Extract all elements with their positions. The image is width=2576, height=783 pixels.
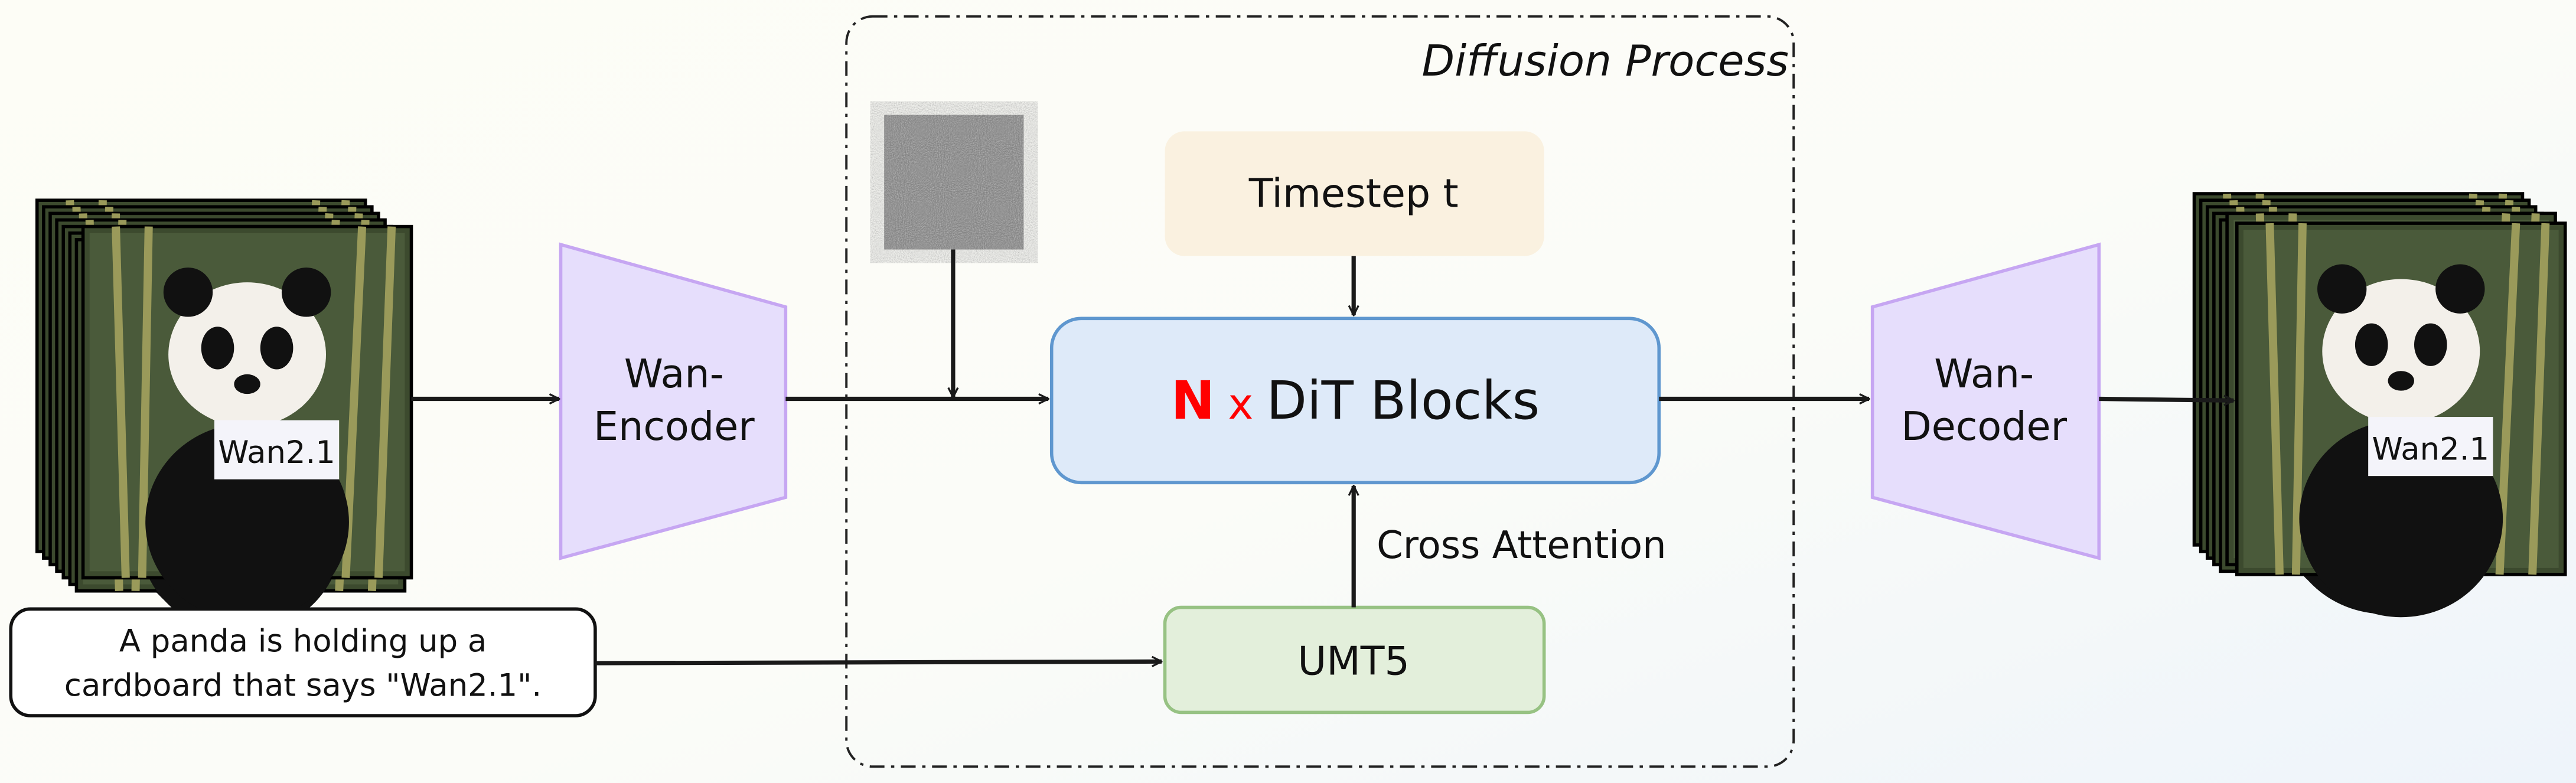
output-video-frames: Wan2.1 xyxy=(2194,194,2565,617)
output-video-front-frame: Wan2.1 xyxy=(2237,223,2565,617)
wan-decoder-block xyxy=(1870,242,2101,560)
wan-encoder-block xyxy=(559,242,788,560)
dit-blocks-box xyxy=(1049,317,1661,485)
arrow-decoder-to-video xyxy=(2099,399,2233,401)
encoder-label-line1: Wan- xyxy=(624,351,724,397)
diffusion-process-title: Diffusion Process xyxy=(1421,37,1788,86)
arrow-prompt-to-umt5 xyxy=(595,661,1162,663)
input-sign-text: Wan2.1 xyxy=(218,435,335,471)
timestep-label: Timestep t xyxy=(1248,170,1459,216)
prompt-line1: A panda is holding up a xyxy=(119,624,487,660)
input-video-frames: Wan2.1 xyxy=(37,200,412,634)
dit-text: DiT Blocks xyxy=(1266,370,1540,431)
timestep-box xyxy=(1165,131,1544,256)
cross-attention-label: Cross Attention xyxy=(1377,524,1667,567)
umt5-label: UMT5 xyxy=(1297,638,1410,684)
decoder-label-line1: Wan- xyxy=(1934,351,2034,397)
dit-x: x xyxy=(1228,380,1253,429)
input-video-front-frame: Wan2.1 xyxy=(83,227,412,621)
dit-n: N xyxy=(1171,370,1215,431)
output-sign-text: Wan2.1 xyxy=(2372,431,2489,467)
diffusion-process-container xyxy=(845,15,1795,768)
noise-texture xyxy=(884,115,1024,250)
encoder-label-line2: Encoder xyxy=(594,403,755,449)
decoder-label-line2: Decoder xyxy=(1901,403,2067,449)
prompt-line2: cardboard that says "Wan2.1". xyxy=(64,668,542,704)
